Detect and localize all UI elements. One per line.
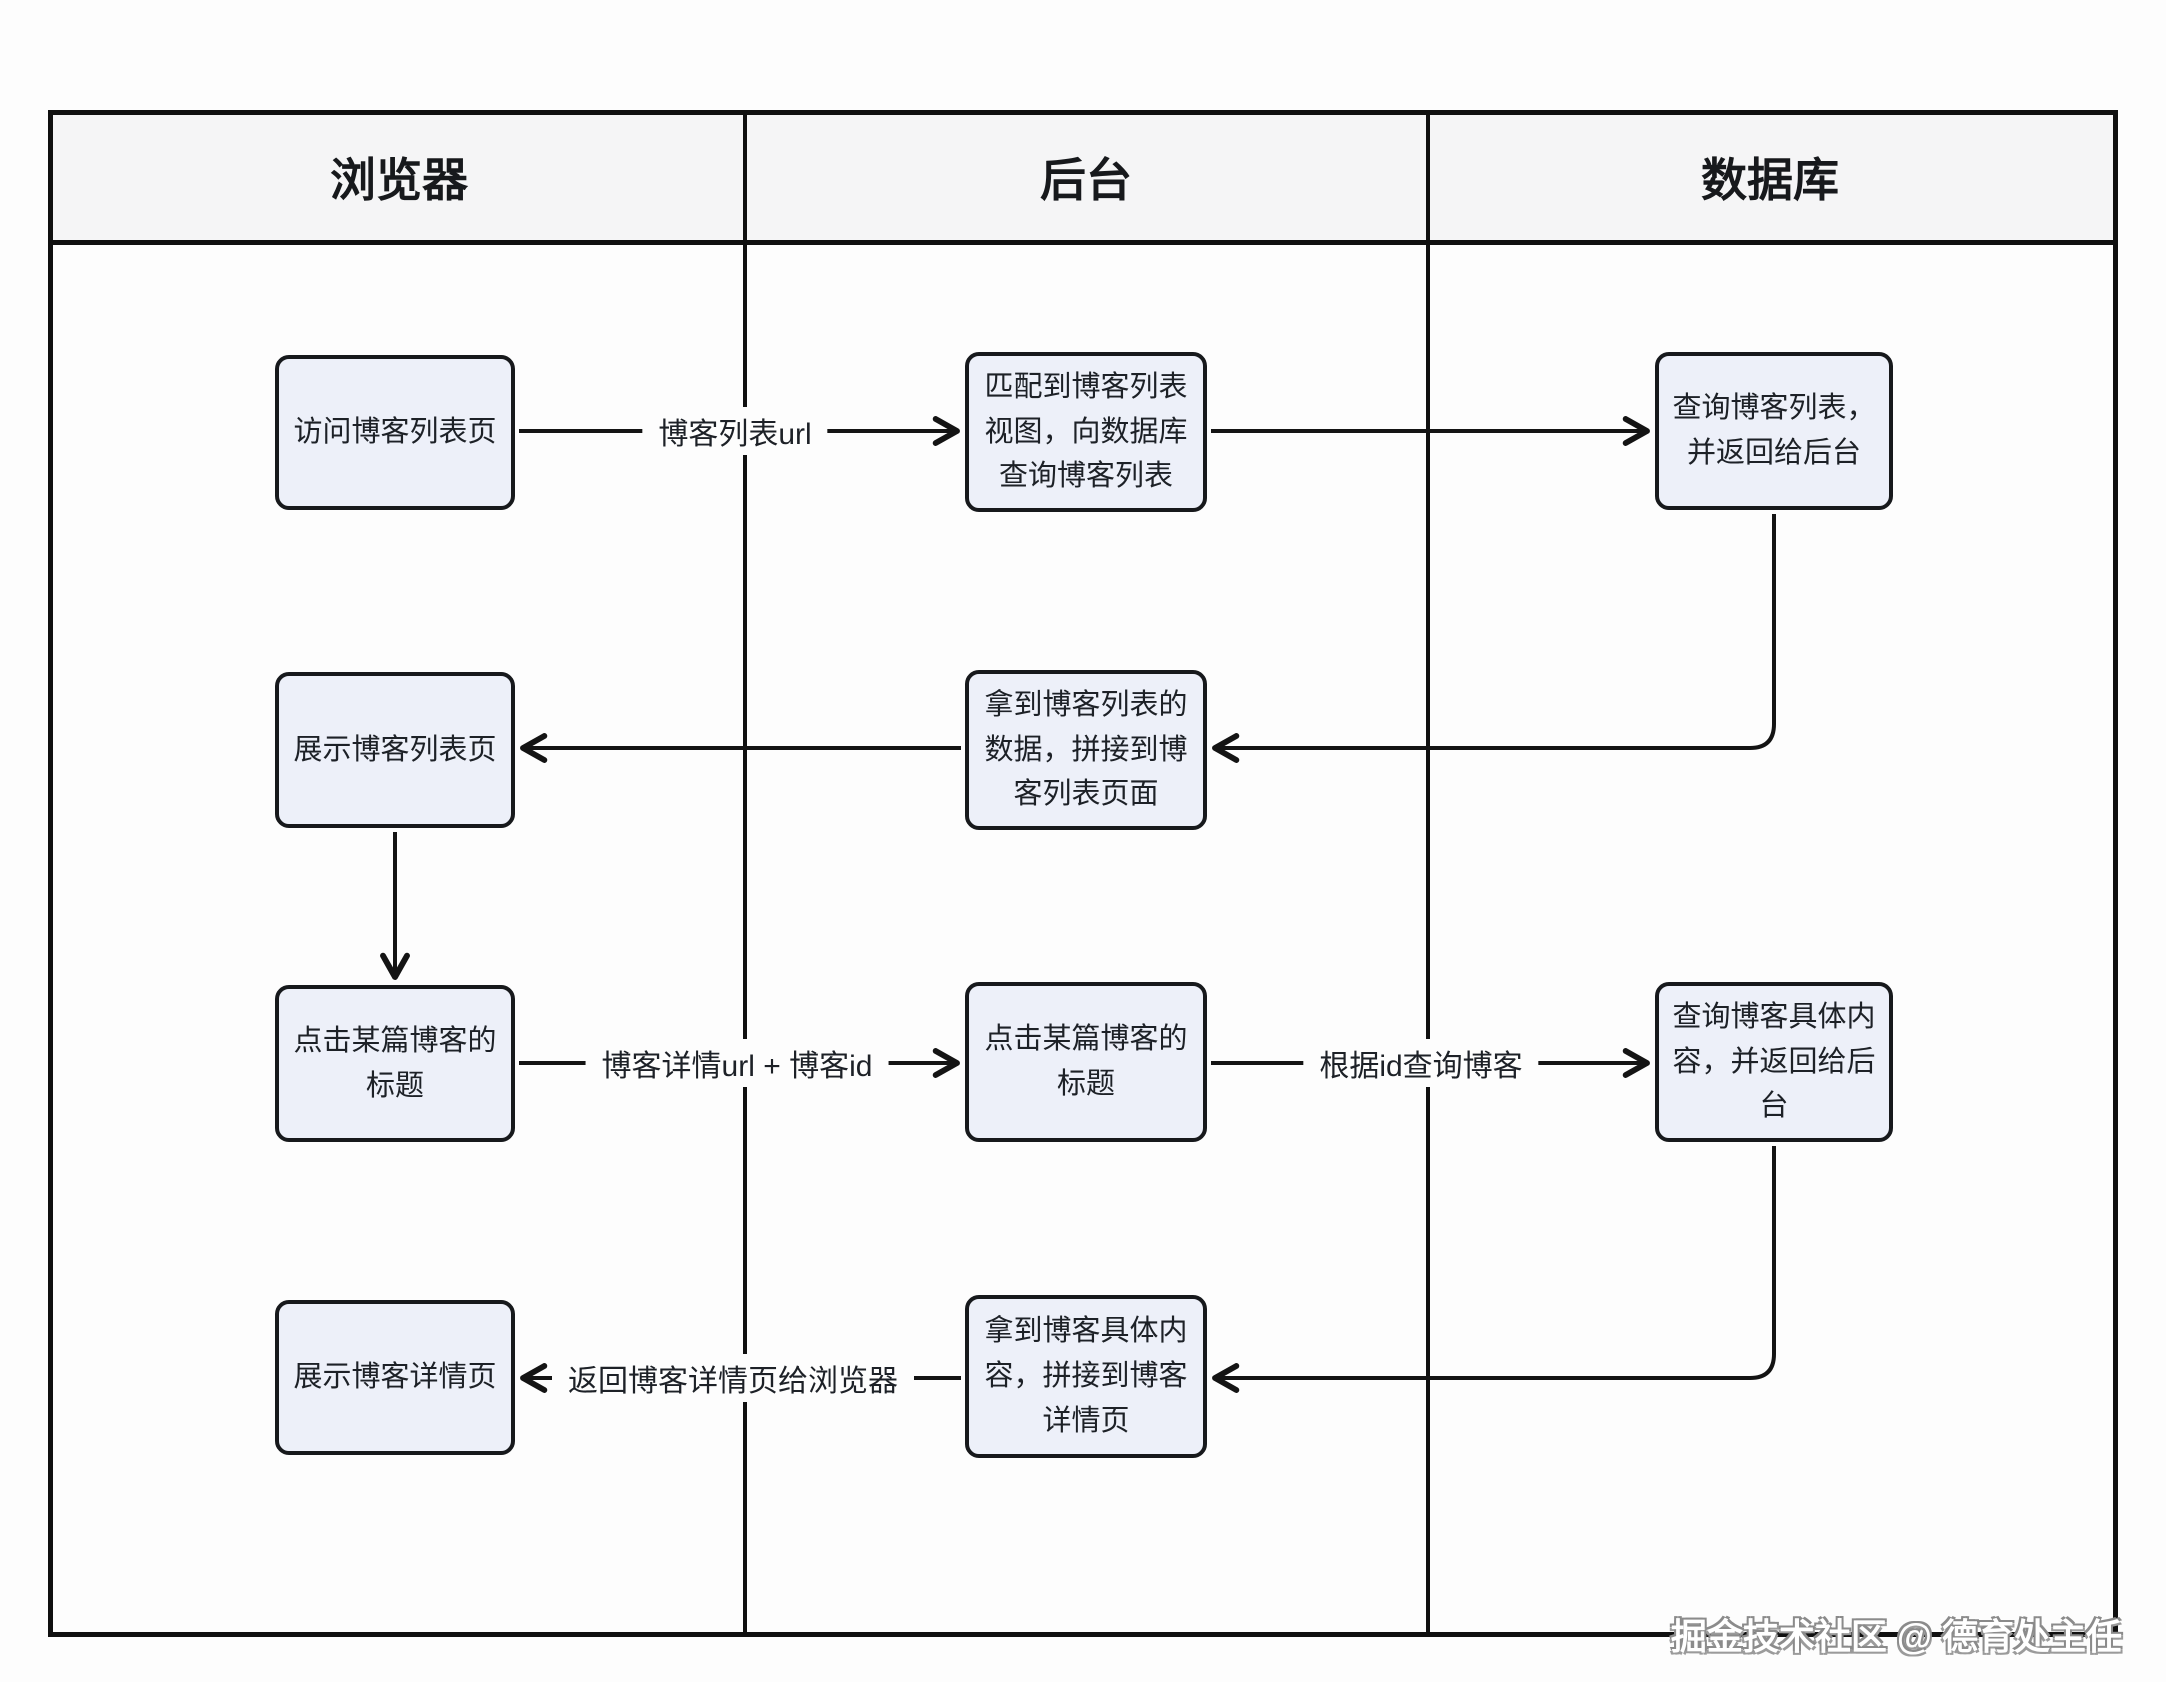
edge-label-query-by-id: 根据id查询博客 (1303, 1039, 1539, 1087)
watermark: 掘金技术社区 @ 德育处主任 (1670, 1616, 2122, 1657)
node-got-list-data: 拿到博客列表的数据，拼接到博客列表页面 (965, 670, 1207, 830)
lane-header-strip (53, 115, 2113, 245)
node-show-blog-list: 展示博客列表页 (275, 672, 515, 828)
node-query-blog-detail: 查询博客具体内容，并返回给后台 (1655, 982, 1893, 1142)
node-click-blog-title-backend: 点击某篇博客的标题 (965, 982, 1207, 1142)
node-click-blog-title-browser: 点击某篇博客的标题 (275, 985, 515, 1142)
node-match-list-view: 匹配到博客列表视图，向数据库查询博客列表 (965, 352, 1207, 512)
lane-header-database: 数据库 (1701, 154, 1839, 206)
edge-label-blog-detail-url: 博客详情url + 博客id (585, 1039, 889, 1087)
node-got-detail-data: 拿到博客具体内容，拼接到博客详情页 (965, 1295, 1207, 1458)
lane-divider-2 (1426, 110, 1430, 1637)
edge-label-return-detail-page: 返回博客详情页给浏览器 (552, 1354, 914, 1402)
lane-header-browser: 浏览器 (330, 154, 468, 206)
lane-header-backend: 后台 (1040, 154, 1132, 206)
node-query-blog-list: 查询博客列表，并返回给后台 (1655, 352, 1893, 510)
node-visit-blog-list: 访问博客列表页 (275, 355, 515, 510)
node-show-blog-detail: 展示博客详情页 (275, 1300, 515, 1455)
edge-label-blog-list-url: 博客列表url (642, 407, 828, 455)
lane-divider-1 (743, 110, 747, 1637)
